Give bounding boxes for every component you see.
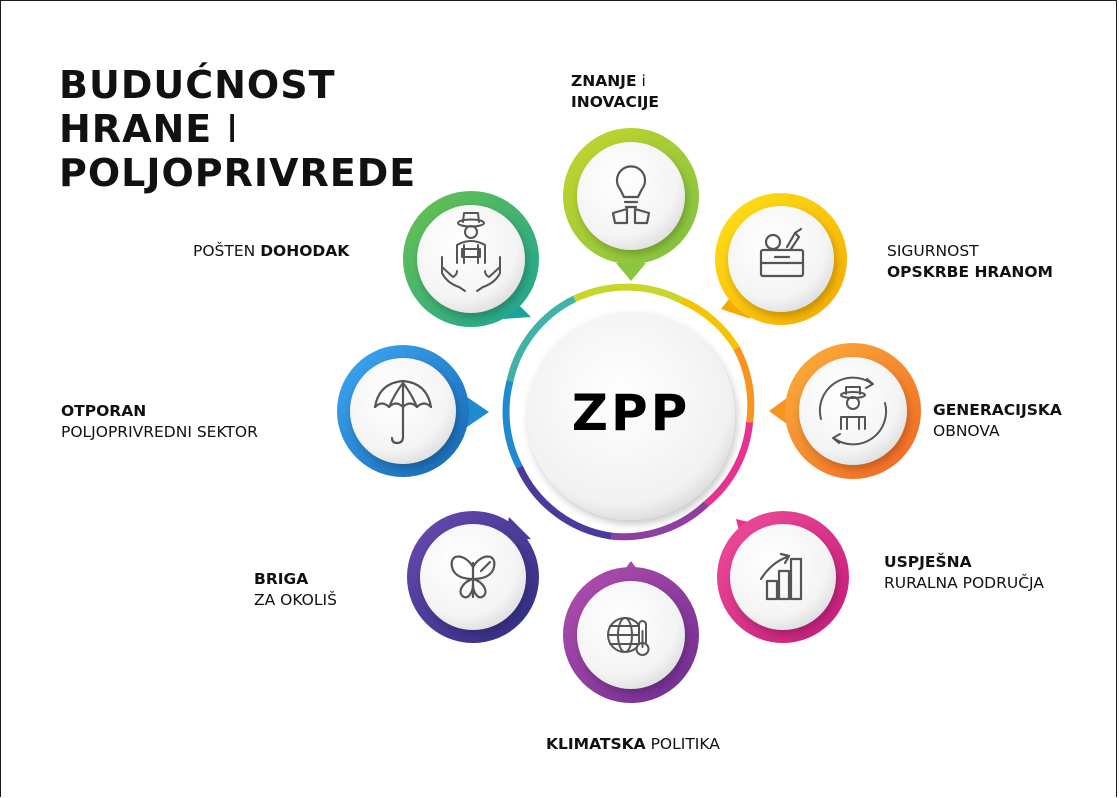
- label-food-security-normal: SIGURNOST: [887, 242, 979, 260]
- label-knowledge-bold: ZNANJE: [571, 72, 637, 90]
- growth-chart-icon: [759, 552, 803, 601]
- label-climate-bold: KLIMATSKA: [546, 735, 646, 753]
- label-resilient: OTPORAN POLJOPRIVREDNI SEKTOR: [61, 401, 258, 443]
- label-rural-areas-normal: RURALNA PODRUČJA: [884, 574, 1044, 592]
- label-climate: KLIMATSKA POLITIKA: [546, 734, 720, 755]
- farmer-renewal-icon: [818, 376, 888, 446]
- center-ring: [502, 283, 755, 541]
- node-fair-income: [403, 191, 539, 327]
- label-climate-normal: POLITIKA: [650, 735, 720, 753]
- label-environment-bold: BRIGA: [254, 570, 309, 588]
- node-knowledge: [563, 128, 699, 281]
- label-environment-normal: ZA OKOLIŠ: [254, 591, 337, 609]
- title-line-1: BUDUĆNOST: [59, 63, 336, 107]
- page-title: BUDUĆNOST HRANE I POLJOPRIVREDE: [59, 63, 416, 195]
- label-generational-renewal-normal: OBNOVA: [933, 422, 1000, 440]
- node-climate: [563, 561, 699, 703]
- title-line-3: POLJOPRIVREDE: [59, 151, 417, 195]
- label-knowledge: ZNANJE i INOVACIJE: [571, 71, 659, 113]
- center-disc: [527, 312, 735, 520]
- label-rural-areas-bold: USPJEŠNA: [884, 553, 972, 571]
- node-food-security: [715, 193, 847, 325]
- butterfly-icon: [450, 555, 496, 599]
- node-generational-renewal: [769, 343, 921, 479]
- label-fair-income-bold: DOHODAK: [260, 242, 350, 260]
- label-food-security: SIGURNOST OPSKRBE HRANOM: [887, 241, 1053, 283]
- label-generational-renewal-bold: GENERACIJSKA: [933, 401, 1062, 419]
- title-line-2: HRANE: [59, 107, 213, 151]
- label-knowledge-conj: i: [641, 72, 646, 90]
- title-conjunction: I: [226, 107, 239, 151]
- lightbulb-icon: [611, 165, 651, 225]
- label-knowledge-bold-2: INOVACIJE: [571, 93, 659, 111]
- label-food-security-bold: OPSKRBE HRANOM: [887, 263, 1053, 281]
- farmer-hands-icon: [441, 212, 501, 292]
- label-generational-renewal: GENERACIJSKA OBNOVA: [933, 400, 1062, 442]
- label-fair-income-normal: POŠTEN: [193, 242, 256, 260]
- label-resilient-bold: OTPORAN: [61, 402, 147, 420]
- node-environment: [407, 511, 539, 643]
- label-resilient-normal: POLJOPRIVREDNI SEKTOR: [61, 423, 258, 441]
- umbrella-icon: [373, 379, 433, 445]
- node-rural-areas: [717, 511, 849, 643]
- globe-thermometer-icon: [607, 617, 650, 656]
- food-crate-icon: [759, 227, 805, 278]
- label-fair-income: POŠTEN DOHODAK: [193, 241, 349, 262]
- node-resilient: [337, 345, 489, 477]
- center-label: ZPP: [571, 384, 691, 442]
- label-environment: BRIGA ZA OKOLIŠ: [254, 569, 337, 611]
- label-rural-areas: USPJEŠNA RURALNA PODRUČJA: [884, 552, 1044, 594]
